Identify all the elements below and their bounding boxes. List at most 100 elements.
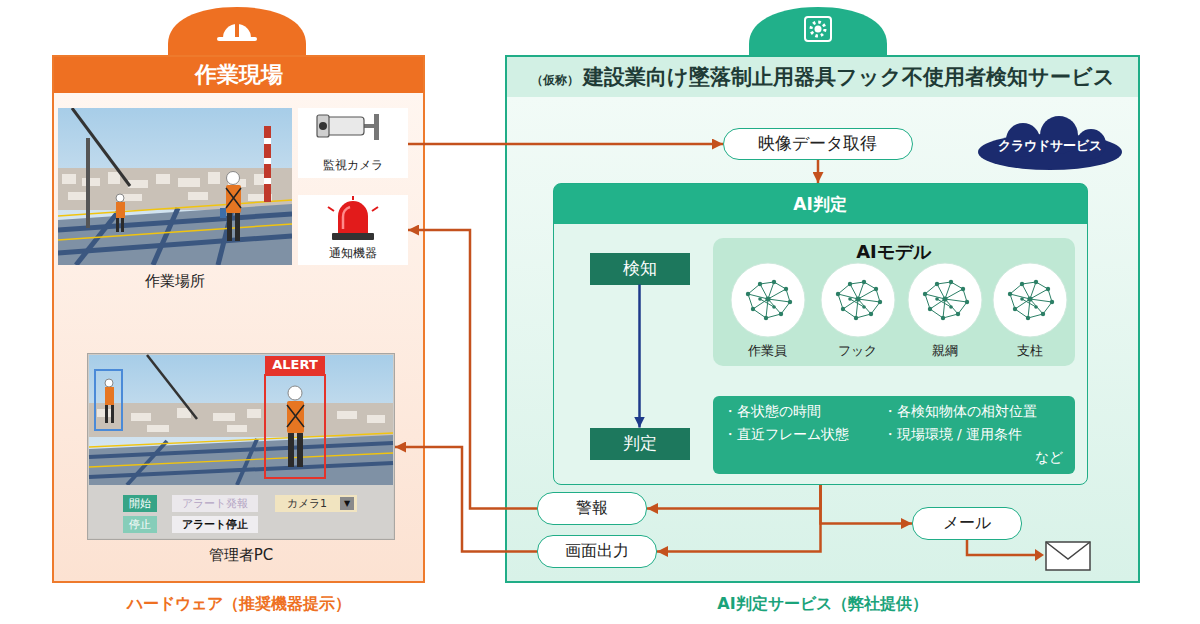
graphic-part — [343, 207, 350, 229]
graphic-part — [288, 433, 294, 467]
graphic-part — [771, 279, 775, 283]
alert-off-button: アラート停止 — [172, 516, 258, 533]
graphic-part — [1045, 286, 1049, 290]
text-slot: 通知機器 — [298, 243, 408, 263]
graphic-part — [1049, 299, 1053, 303]
node-label: など — [1035, 449, 1063, 466]
network-icon — [992, 262, 1068, 338]
graphic-part — [1020, 297, 1024, 301]
graphic-part — [111, 405, 114, 423]
graphic-part — [750, 306, 754, 310]
service-panel: （仮称）建設業向け墜落制止用器具フック不使用者検知サービスAI判定サービス（弊社… — [505, 55, 1140, 583]
graphic-part — [868, 311, 872, 315]
node-label: 管理者PC — [209, 546, 274, 564]
graphic-part — [297, 433, 303, 467]
graphic-part — [949, 305, 953, 309]
helmet-brim — [217, 37, 257, 41]
graphic-part — [745, 291, 749, 295]
node-label: アラート発報 — [182, 497, 248, 510]
text-slot: ▼ — [340, 497, 354, 510]
graphic-part — [264, 178, 271, 184]
graphic-part — [978, 116, 1122, 170]
graphic-part — [942, 296, 947, 301]
graphic-part — [97, 408, 385, 432]
graphic-part — [89, 433, 393, 447]
graphic-part — [978, 134, 1122, 170]
graphic-part — [967, 540, 1037, 555]
model-circle: フック — [820, 262, 896, 362]
graphic-part — [153, 208, 178, 265]
network-icon — [730, 262, 806, 338]
graphic-part — [264, 126, 271, 202]
graphic-part — [265, 375, 325, 478]
graphic-part — [264, 158, 271, 164]
text-slot: アラート発報 — [172, 495, 258, 512]
graphic-part — [838, 282, 880, 318]
graphic-part — [89, 439, 393, 485]
node-label: フック — [838, 343, 877, 359]
graphic-part — [1046, 542, 1090, 559]
node-label: 判定 — [623, 433, 657, 453]
node-label: 親綱 — [932, 343, 958, 359]
network-icon — [820, 262, 896, 338]
gear-teeth — [811, 22, 825, 36]
graphic-part — [89, 453, 393, 467]
text-slot: 警報 — [538, 493, 645, 523]
judge-step: 判定 — [590, 428, 690, 460]
detect-step: 検知 — [590, 253, 690, 285]
graphic-part — [121, 218, 124, 232]
text-slot: 親綱 — [907, 341, 983, 361]
text-slot: （仮称）建設業向け墜落制止用器具フック不使用者検知サービス — [507, 57, 1138, 97]
graphic-part — [748, 282, 790, 318]
text-slot: 支柱 — [992, 341, 1068, 361]
graphic-part — [147, 425, 169, 432]
graphic-part — [226, 185, 241, 213]
text-slot: アラート停止 — [172, 516, 258, 533]
text-slot: 作業場所 — [58, 268, 292, 294]
stop-button: 停止 — [123, 516, 157, 533]
node-label: 作業員 — [748, 343, 787, 359]
camera-select: カメラ1▼ — [275, 495, 357, 512]
graphic-part — [105, 379, 113, 387]
text-slot: AI判定 — [554, 184, 1086, 224]
model-circle: 支柱 — [992, 262, 1068, 362]
flow-arrow — [817, 160, 820, 183]
screen-output: 画面出力 — [537, 535, 657, 568]
graphic-part — [1025, 315, 1029, 319]
graphic-part — [772, 305, 776, 309]
graphic-part — [264, 138, 271, 144]
graphic-part — [1019, 281, 1023, 285]
graphic-part — [935, 297, 939, 301]
graphic-part — [116, 218, 119, 232]
node-label: ハードウェア（推奨機器提示） — [127, 594, 351, 613]
gear-hub — [815, 26, 822, 33]
graphic-part — [116, 194, 124, 202]
text-slot: 管理者PC — [87, 543, 395, 567]
site-tab — [168, 7, 306, 58]
text-slot: 検知 — [590, 253, 690, 285]
graphic-part — [116, 202, 125, 218]
graphic-part — [1033, 279, 1037, 283]
text-slot: など — [883, 447, 1063, 469]
flow-arrow — [821, 485, 913, 524]
node-label: AIモデル — [856, 241, 931, 263]
node-label: 映像データ取得 — [758, 133, 877, 153]
helmet-icon — [223, 24, 251, 38]
panel-tabs — [0, 0, 1200, 60]
graphic-part — [220, 208, 226, 218]
graphic-part — [745, 279, 791, 319]
graphic-part — [840, 306, 844, 310]
graphic-part — [88, 354, 395, 540]
node-label: 開始 — [129, 497, 151, 510]
graphic-part — [247, 409, 261, 418]
graphic-part — [89, 403, 393, 437]
text-slot: 作業現場 — [54, 57, 423, 93]
service-tab — [749, 7, 887, 58]
graphic-part — [731, 263, 805, 337]
criteria-box: ・各状態の時間・直近フレーム状態・各検知物体の相対位置・現場環境 / 運用条件な… — [713, 396, 1075, 474]
graphic-part — [89, 485, 393, 538]
ai-model-box: AIモデル 作業員 フック 親綱 支柱 — [713, 238, 1075, 366]
graphic-part — [367, 415, 385, 423]
graphic-part — [105, 379, 114, 423]
